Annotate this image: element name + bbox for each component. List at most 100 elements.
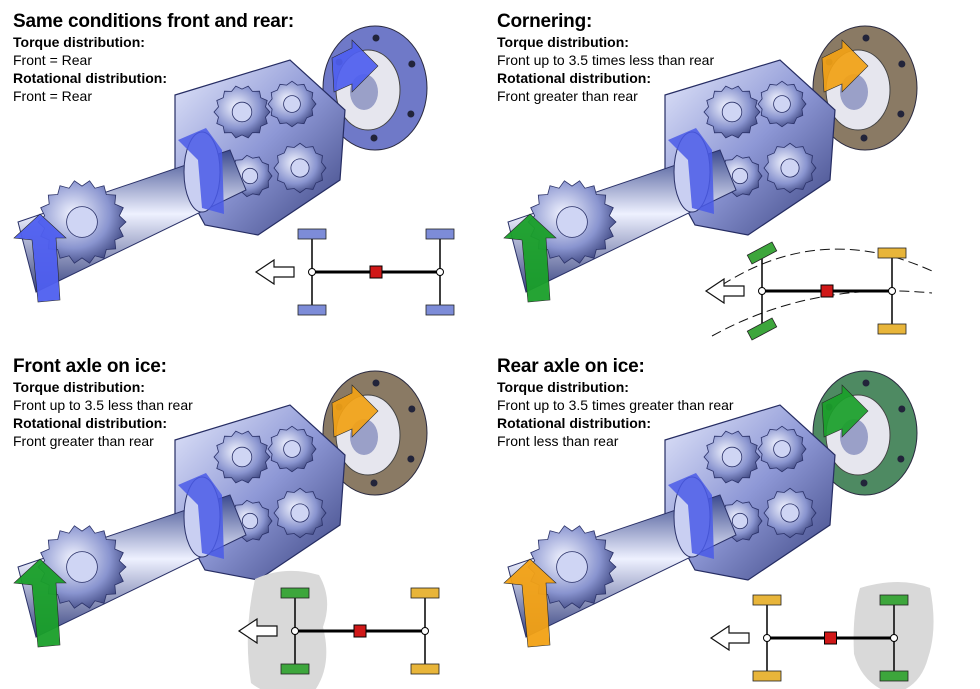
planetary-gear (273, 142, 327, 194)
bolt-hole (898, 60, 906, 68)
torque-value: Front up to 3.5 less than rear (13, 397, 193, 413)
planetary-gear (757, 80, 807, 128)
rotation-label: Rotational distribution: (497, 70, 651, 86)
gear-hub (731, 167, 749, 185)
gear-hub (231, 101, 253, 123)
gear-hub (283, 95, 301, 113)
panel-caption: Same conditions front and rear: Torque d… (13, 11, 294, 105)
rotation-label: Rotational distribution: (13, 415, 167, 431)
bolt-hole (408, 405, 416, 413)
planetary-gear (703, 85, 761, 139)
drivetrain (13, 25, 428, 303)
gear-hub (556, 551, 588, 583)
gear-hub (283, 440, 301, 458)
collar-rotation-arrow (668, 473, 714, 559)
gear-hub (66, 551, 98, 583)
panel-cornering: Cornering: Torque distribution: Front up… (490, 0, 980, 344)
bolt-hole (370, 479, 378, 487)
front-rotation-arrow (503, 213, 557, 303)
panel-caption: Rear axle on ice: Torque distribution: F… (497, 356, 734, 450)
torque-label: Torque distribution: (497, 379, 629, 395)
panel-title: Same conditions front and rear: (13, 11, 294, 32)
gear-hub (721, 101, 743, 123)
gear-hub (290, 503, 310, 523)
axle-schematic (709, 582, 934, 689)
ice-patch-front (247, 570, 328, 689)
front-left-wheel (746, 241, 778, 265)
gear-hub (241, 512, 259, 530)
panel-title: Front axle on ice: (13, 356, 167, 377)
planetary-gear (273, 487, 327, 539)
rear-left-wheel (425, 228, 455, 240)
gear-hub (731, 512, 749, 530)
rotation-label: Rotational distribution: (497, 415, 651, 431)
axle-schematic (237, 570, 440, 689)
center-differential-marker (353, 624, 367, 638)
planetary-gear (757, 425, 807, 473)
planetary-gear (228, 499, 273, 543)
gear-hub (773, 440, 791, 458)
bolt-hole (372, 34, 380, 42)
driving-direction-arrow (704, 277, 745, 305)
gear-hub (721, 446, 743, 468)
collar-rotation-arrow (668, 128, 714, 214)
torque-label: Torque distribution: (13, 34, 145, 50)
center-differential-marker (369, 265, 383, 279)
bolt-hole (897, 455, 905, 463)
front-left-wheel (297, 228, 327, 240)
torque-value: Front up to 3.5 times greater than rear (497, 397, 734, 413)
planetary-gear (703, 430, 761, 484)
differential-illustration (13, 25, 455, 316)
rotation-label: Rotational distribution: (13, 70, 167, 86)
rear-joint (421, 627, 429, 635)
rear-joint (890, 634, 898, 642)
gear-hub (231, 446, 253, 468)
driving-direction-arrow (709, 624, 750, 652)
rear-right-wheel (879, 670, 909, 682)
front-right-wheel (297, 304, 327, 316)
bolt-hole (897, 110, 905, 118)
bolt-hole (898, 405, 906, 413)
bolt-hole (860, 134, 868, 142)
front-left-wheel (752, 594, 782, 606)
front-joint (758, 287, 766, 295)
panel-caption: Cornering: Torque distribution: Front up… (497, 11, 714, 105)
center-differential-marker (824, 631, 837, 645)
rotation-value: Front less than rear (497, 433, 619, 449)
front-right-wheel (746, 317, 778, 341)
bolt-hole (407, 110, 415, 118)
gear-hub (780, 158, 800, 178)
front-right-wheel (280, 663, 310, 675)
driving-direction-arrow (237, 617, 278, 645)
rear-rotation-arrow (331, 39, 379, 93)
planetary-gear (213, 85, 271, 139)
collar-rotation-arrow (178, 473, 224, 559)
differential-illustration (503, 370, 934, 689)
rotation-value: Front = Rear (13, 88, 92, 104)
input-pinion-gear (37, 525, 127, 609)
axle-schematic (704, 241, 933, 341)
differential-illustration (13, 370, 440, 689)
torque-value: Front up to 3.5 times less than rear (497, 52, 715, 68)
panel-rear-axle-on-ice: Rear axle on ice: Torque distribution: F… (490, 345, 980, 689)
planetary-gear (213, 430, 271, 484)
gear-hub (290, 158, 310, 178)
panel-caption: Front axle on ice: Torque distribution: … (13, 356, 193, 450)
bolt-hole (862, 34, 870, 42)
bolt-hole (372, 379, 380, 387)
drivetrain (503, 370, 918, 648)
gear-hub (66, 206, 98, 238)
rear-joint (888, 287, 896, 295)
torque-label: Torque distribution: (497, 34, 629, 50)
rear-rotation-arrow (821, 384, 869, 438)
front-joint (763, 634, 771, 642)
rear-rotation-arrow (821, 39, 869, 93)
front-rotation-arrow (503, 558, 557, 648)
panel-same-conditions: Same conditions front and rear: Torque d… (0, 0, 490, 344)
rear-left-wheel (410, 587, 440, 599)
bolt-hole (407, 455, 415, 463)
gear-hub (241, 167, 259, 185)
bolt-hole (860, 479, 868, 487)
planetary-gear (763, 487, 817, 539)
gear-hub (556, 206, 588, 238)
